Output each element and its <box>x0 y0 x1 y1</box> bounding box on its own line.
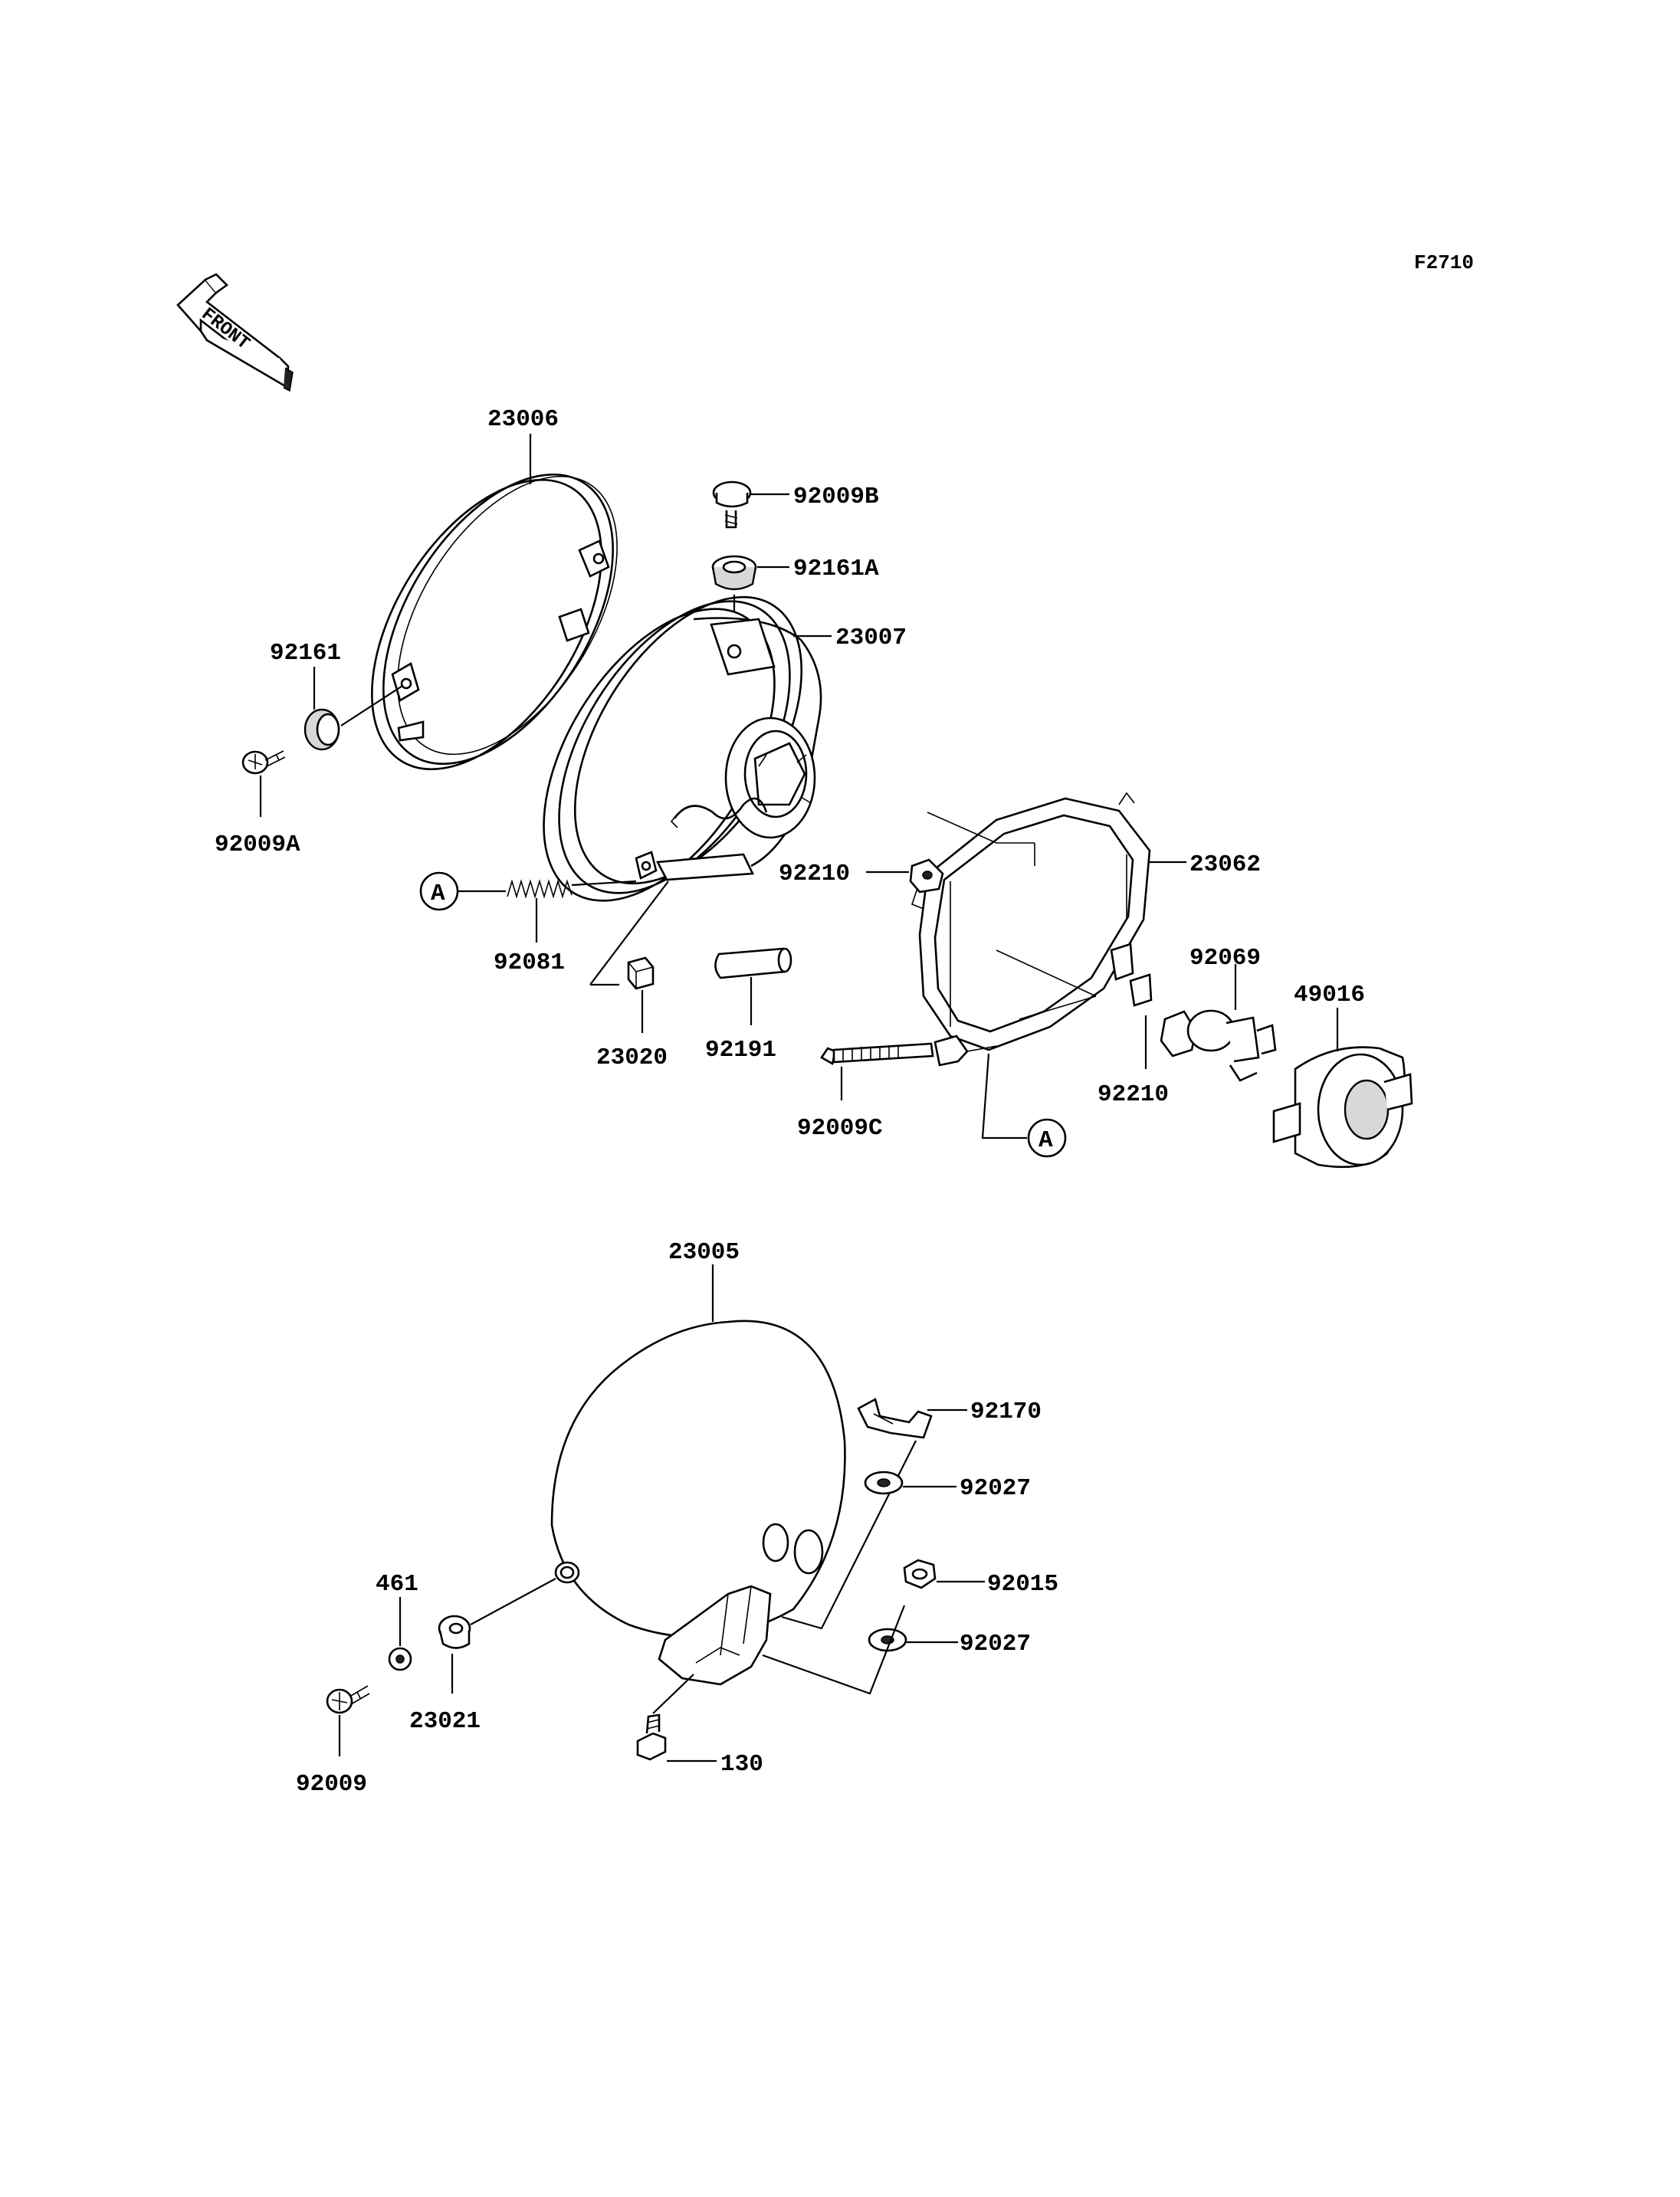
clip-92210-top <box>909 858 944 894</box>
nut-92015 <box>903 1559 937 1589</box>
mounting-bracket-23062 <box>911 792 1153 1051</box>
reference-marker-a-left: A <box>419 871 459 911</box>
part-label-92191: 92191 <box>705 1037 776 1064</box>
part-label-92210-bottom: 92210 <box>1098 1081 1169 1108</box>
part-label-23062: 23062 <box>1189 851 1261 878</box>
spring-92081 <box>507 879 637 899</box>
part-label-92009A: 92009A <box>215 831 300 858</box>
collar-92191 <box>714 947 792 979</box>
part-label-23021: 23021 <box>409 1708 481 1735</box>
bracket-92170 <box>857 1398 933 1439</box>
headlight-rim <box>371 473 618 771</box>
part-label-23020: 23020 <box>596 1044 668 1071</box>
part-label-92009C: 92009C <box>797 1115 883 1142</box>
part-label-92210-top: 92210 <box>779 861 850 887</box>
adjuster-23020 <box>627 956 655 990</box>
boot-49016 <box>1272 1046 1413 1169</box>
washer-461 <box>388 1647 412 1671</box>
figure-code: F2710 <box>1414 251 1474 274</box>
part-label-130: 130 <box>720 1751 763 1778</box>
part-label-92081: 92081 <box>494 949 565 976</box>
reference-marker-a-right: A <box>1027 1118 1067 1158</box>
grommet-92161 <box>304 708 340 751</box>
part-label-92027-top: 92027 <box>960 1475 1031 1502</box>
part-label-461: 461 <box>376 1571 418 1598</box>
part-label-92161: 92161 <box>270 640 341 667</box>
part-label-92009B: 92009B <box>793 484 879 510</box>
bolt-130 <box>636 1713 667 1761</box>
part-label-92170: 92170 <box>970 1399 1042 1425</box>
part-label-92009: 92009 <box>296 1771 367 1798</box>
svg-text:A: A <box>431 880 445 907</box>
bulb-92069 <box>1160 1009 1277 1082</box>
part-label-23005: 23005 <box>668 1239 740 1266</box>
part-label-49016: 49016 <box>1294 982 1365 1008</box>
bolt-92009B <box>712 480 752 529</box>
screw-92009A <box>241 750 286 775</box>
washer-92027-top <box>864 1471 904 1495</box>
part-label-92069: 92069 <box>1189 945 1261 972</box>
part-label-92161A: 92161A <box>793 556 879 582</box>
part-label-92027-bottom: 92027 <box>960 1631 1031 1658</box>
headlight-unit <box>543 595 822 902</box>
part-label-92015: 92015 <box>987 1571 1058 1598</box>
part-label-23006: 23006 <box>487 406 559 433</box>
grommet-92161A <box>711 555 757 591</box>
screw-92009 <box>326 1685 370 1714</box>
front-arrow-icon: FRONT <box>176 273 294 392</box>
headlight-housing-23005 <box>550 1320 846 1686</box>
part-label-23007: 23007 <box>835 625 907 651</box>
bolt-92009C <box>820 1042 934 1065</box>
clip-92210-bottom <box>934 1035 997 1067</box>
svg-text:A: A <box>1039 1127 1053 1154</box>
collar-23021 <box>438 1615 471 1649</box>
